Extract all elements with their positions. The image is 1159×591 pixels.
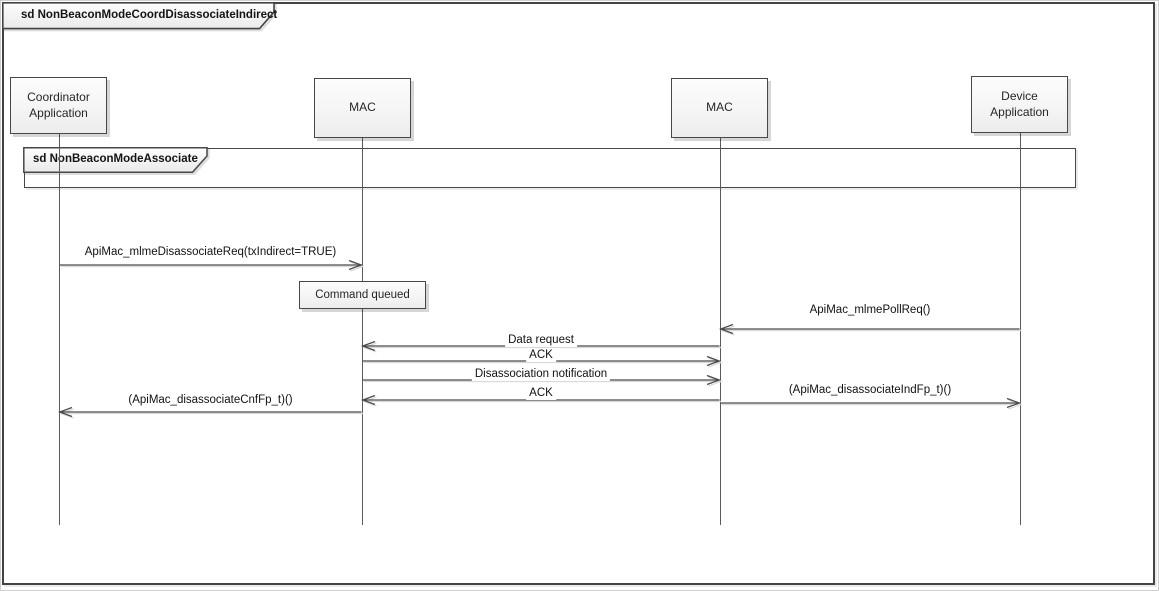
lifeline-head-device-mac: MAC xyxy=(671,78,768,138)
message-label: (ApiMac_disassociateCnfFp_t)() xyxy=(125,393,296,407)
diagram-title: sd NonBeaconModeCoordDisassociateIndirec… xyxy=(21,8,278,21)
message-arrow xyxy=(720,397,1023,410)
message-label: Data request xyxy=(505,333,577,347)
diagram-title-tab: sd NonBeaconModeCoordDisassociateIndirec… xyxy=(2,2,277,31)
note-box: Command queued xyxy=(299,281,426,309)
message-label: (ApiMac_disassociateIndFp_t)() xyxy=(785,383,955,397)
message-label: ApiMac_mlmePollReq() xyxy=(806,303,934,317)
nested-fragment-tab: sd NonBeaconModeAssociate xyxy=(23,147,211,174)
lifeline-device-mac xyxy=(719,138,721,525)
message-arrow xyxy=(360,394,721,407)
message-arrow xyxy=(718,323,1021,336)
lifeline-head-coordinator-mac: MAC xyxy=(314,78,411,138)
message-label: Disassociation notification xyxy=(471,367,611,381)
lifeline-coordinator-mac xyxy=(361,138,363,525)
message-label: ApiMac_mlmeDisassociateReq(txIndirect=TR… xyxy=(81,245,340,259)
tab-pentagon-shape xyxy=(2,2,275,30)
message-label: ACK xyxy=(526,348,556,362)
message-label: ACK xyxy=(526,386,556,400)
lifeline-device-application xyxy=(1019,133,1021,525)
message-arrow xyxy=(59,259,365,272)
lifeline-coordinator-application xyxy=(58,134,60,525)
nested-fragment-title: sd NonBeaconModeAssociate xyxy=(33,153,198,165)
lifeline-head-coordinator-application: Coordinator Application xyxy=(10,77,107,134)
message-arrow xyxy=(57,406,363,419)
tab-pentagon-shape xyxy=(23,147,208,173)
lifeline-head-device-application: Device Application xyxy=(971,76,1068,133)
